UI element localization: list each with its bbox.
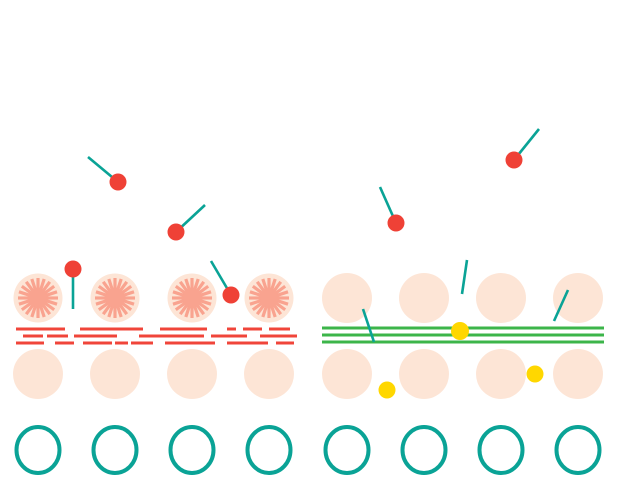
ligand-head: [222, 286, 240, 304]
ligand-head: [109, 173, 127, 191]
starburst-core: [29, 289, 47, 307]
lower-cell: [244, 349, 294, 399]
ring-icon: [91, 425, 139, 475]
yellow-particle: [378, 381, 396, 399]
starburst-core: [260, 289, 278, 307]
ligand: [167, 204, 206, 241]
lower-cell: [13, 349, 63, 399]
ligand: [209, 260, 240, 304]
lower-cell: [553, 349, 603, 399]
yellow-particle: [451, 322, 469, 340]
starburst-core: [183, 289, 201, 307]
ring-icon: [245, 425, 293, 475]
ring-icon: [14, 425, 62, 475]
upper-cell: [553, 273, 603, 323]
starburst-icon: [249, 278, 289, 318]
rings-layer: [14, 425, 602, 475]
upper-cell: [322, 273, 372, 323]
upper-cell: [476, 273, 526, 323]
cells-layer: [13, 273, 603, 399]
lower-cell: [90, 349, 140, 399]
ligand: [64, 260, 82, 309]
ring-icon: [477, 425, 525, 475]
ligand: [505, 128, 541, 169]
ring-icon: [168, 425, 216, 475]
starburst-icon: [95, 278, 135, 318]
free-stick: [552, 289, 570, 322]
lower-cell: [476, 349, 526, 399]
ligand-head: [64, 260, 82, 278]
ring-icon: [554, 425, 602, 475]
ring-icon: [400, 425, 448, 475]
ligand-head: [387, 214, 405, 232]
ligand: [378, 186, 405, 232]
starburst-core: [106, 289, 124, 307]
yellow-particle: [526, 365, 544, 383]
lower-cell: [399, 349, 449, 399]
lower-cell: [322, 349, 372, 399]
ligand-head: [167, 223, 185, 241]
ring-icon: [323, 425, 371, 475]
lower-cell: [167, 349, 217, 399]
starburst-icon: [18, 278, 58, 318]
ligand: [87, 156, 127, 191]
upper-cell: [399, 273, 449, 323]
starburst-icon: [172, 278, 212, 318]
free-stick: [361, 308, 376, 343]
ligand-head: [505, 151, 523, 169]
ligands-layer: [64, 128, 570, 399]
free-stick: [460, 259, 469, 295]
membranes-layer: [16, 326, 604, 345]
